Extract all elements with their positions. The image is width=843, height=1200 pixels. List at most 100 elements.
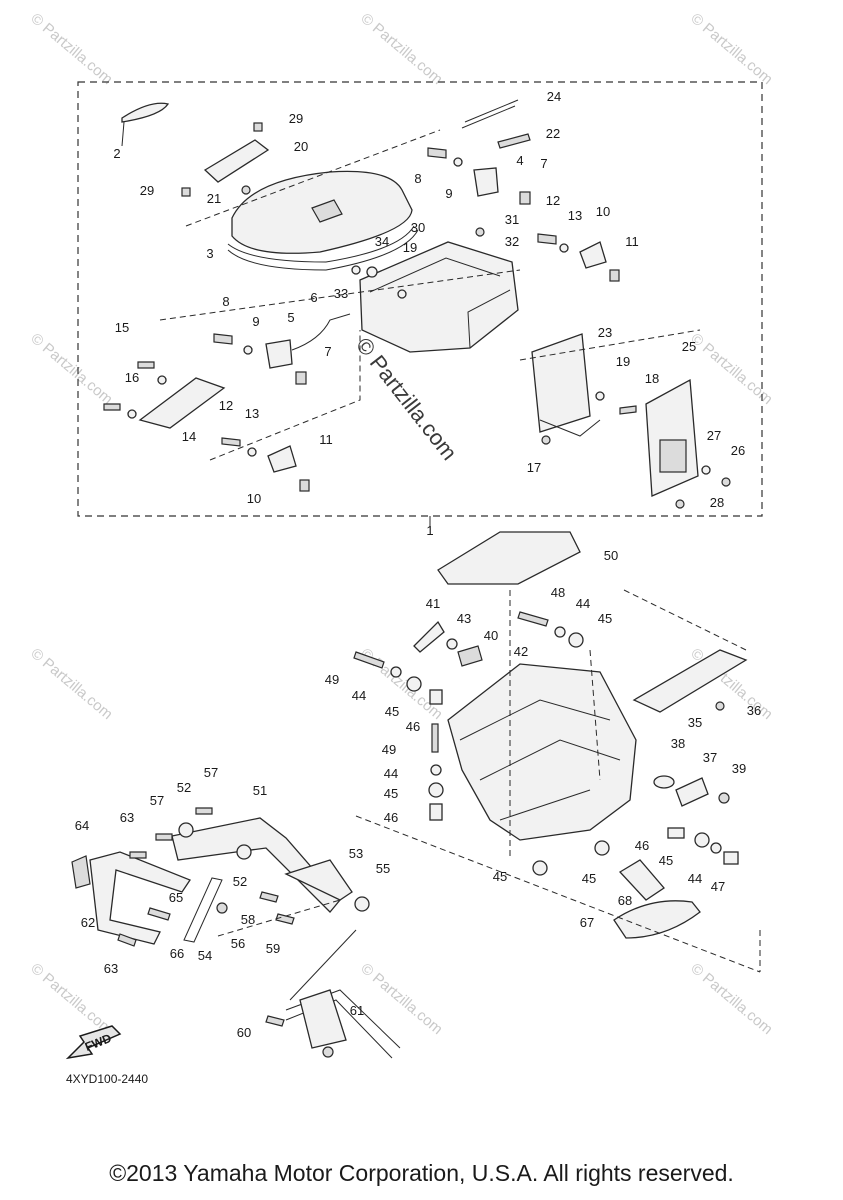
clip-part	[519, 191, 531, 205]
callout-number: 63	[104, 961, 118, 976]
bolt-part	[619, 405, 637, 415]
bolt-part	[137, 361, 155, 369]
bolt-part	[129, 851, 147, 859]
callout-number: 63	[120, 810, 134, 825]
bolt-part	[497, 133, 531, 149]
callout-number: 31	[505, 212, 519, 227]
callout-number: 8	[414, 171, 421, 186]
bolt-part	[117, 933, 137, 947]
callout-number: 26	[731, 443, 745, 458]
callout-number: 30	[411, 220, 425, 235]
clip-part	[253, 122, 263, 132]
latch-part	[473, 167, 499, 197]
callout-number: 52	[177, 780, 191, 795]
callout-number: 44	[688, 871, 702, 886]
callout-number: 7	[540, 156, 547, 171]
callout-number: 46	[635, 838, 649, 853]
collar-part	[178, 822, 194, 838]
callout-number: 46	[406, 719, 420, 734]
washer-part	[453, 157, 463, 167]
callout-number: 48	[551, 585, 565, 600]
trim-part	[632, 649, 748, 713]
washer-part	[430, 764, 442, 776]
collar-part	[406, 676, 422, 692]
bolt-part	[517, 611, 549, 627]
callout-number: 12	[219, 398, 233, 413]
bolt-part	[675, 499, 685, 509]
collar-part	[532, 860, 548, 876]
spacer-part	[429, 689, 443, 705]
bolt-part	[195, 807, 213, 815]
callout-number: 39	[732, 761, 746, 776]
watermark-text: © Partzilla.com	[27, 645, 115, 723]
callout-number: 32	[505, 234, 519, 249]
callout-number: 68	[618, 893, 632, 908]
bolt-part	[275, 913, 295, 925]
stay-bracket-part	[171, 817, 341, 913]
callout-number: 55	[376, 861, 390, 876]
washer-part	[446, 638, 458, 650]
frame-bracket-part	[299, 989, 347, 1049]
callout-number: 43	[457, 611, 471, 626]
washer-part	[595, 391, 605, 401]
latch-part	[265, 339, 293, 369]
watermark-text: © Partzilla.com	[27, 330, 115, 408]
callout-number: 54	[198, 948, 212, 963]
washer-part	[243, 345, 253, 355]
callout-number: 65	[169, 890, 183, 905]
callout-number: 42	[514, 644, 528, 659]
clip-part	[299, 479, 310, 492]
bolt-part	[155, 833, 173, 841]
bolt-part	[265, 1015, 285, 1027]
callout-number: 60	[237, 1025, 251, 1040]
callout-number: 6	[310, 290, 317, 305]
bolt-part	[537, 233, 557, 245]
callout-number: 11	[319, 432, 333, 447]
callout-number: 50	[604, 548, 618, 563]
cable-part	[291, 313, 351, 351]
washer-part	[701, 465, 711, 475]
bracket-assembly	[71, 807, 401, 1059]
callout-number: 47	[711, 879, 725, 894]
callout-number: 11	[625, 234, 639, 249]
watermark-text: © Partzilla.com	[27, 960, 115, 1038]
assembly-box	[77, 81, 763, 517]
callout-number: 37	[703, 750, 717, 765]
inner-case-part	[359, 241, 519, 353]
callout-number: 24	[547, 89, 561, 104]
callout-number: 20	[294, 139, 308, 154]
case-assembly	[353, 531, 761, 973]
callout-number: 45	[598, 611, 612, 626]
callout-number: 13	[568, 208, 582, 223]
rear-panel-part	[645, 378, 699, 497]
collar-part	[428, 782, 444, 798]
callout-number: 25	[682, 339, 696, 354]
callout-number: 4	[516, 153, 523, 168]
liner-mat-part	[437, 531, 581, 585]
bolt-part	[541, 435, 551, 445]
clip-part	[295, 371, 307, 385]
callout-number: 33	[334, 286, 348, 301]
watermark-layer: © Partzilla.com © Partzilla.com © Partzi…	[27, 10, 775, 1038]
watermark-text: © Partzilla.com	[27, 10, 115, 88]
callout-number: 5	[287, 310, 294, 325]
clip-part	[609, 269, 620, 282]
callout-number: 49	[382, 742, 396, 757]
callout-number: 45	[493, 869, 507, 884]
collar-part	[236, 844, 252, 860]
bolt-part	[103, 403, 121, 411]
washer-part	[247, 447, 257, 457]
callout-number: 45	[384, 786, 398, 801]
washer-part	[366, 266, 378, 278]
callout-number: 44	[576, 596, 590, 611]
callout-number: 46	[384, 810, 398, 825]
callout-number: 38	[671, 736, 685, 751]
callout-number: 9	[252, 314, 259, 329]
collar-part	[594, 840, 610, 856]
callout-number: 29	[289, 111, 303, 126]
callout-number: 53	[349, 846, 363, 861]
center-watermark-text: © Partzilla.com	[351, 333, 462, 465]
reflector-part	[613, 900, 701, 939]
clip-part	[181, 187, 191, 197]
bolt-part	[221, 437, 241, 447]
